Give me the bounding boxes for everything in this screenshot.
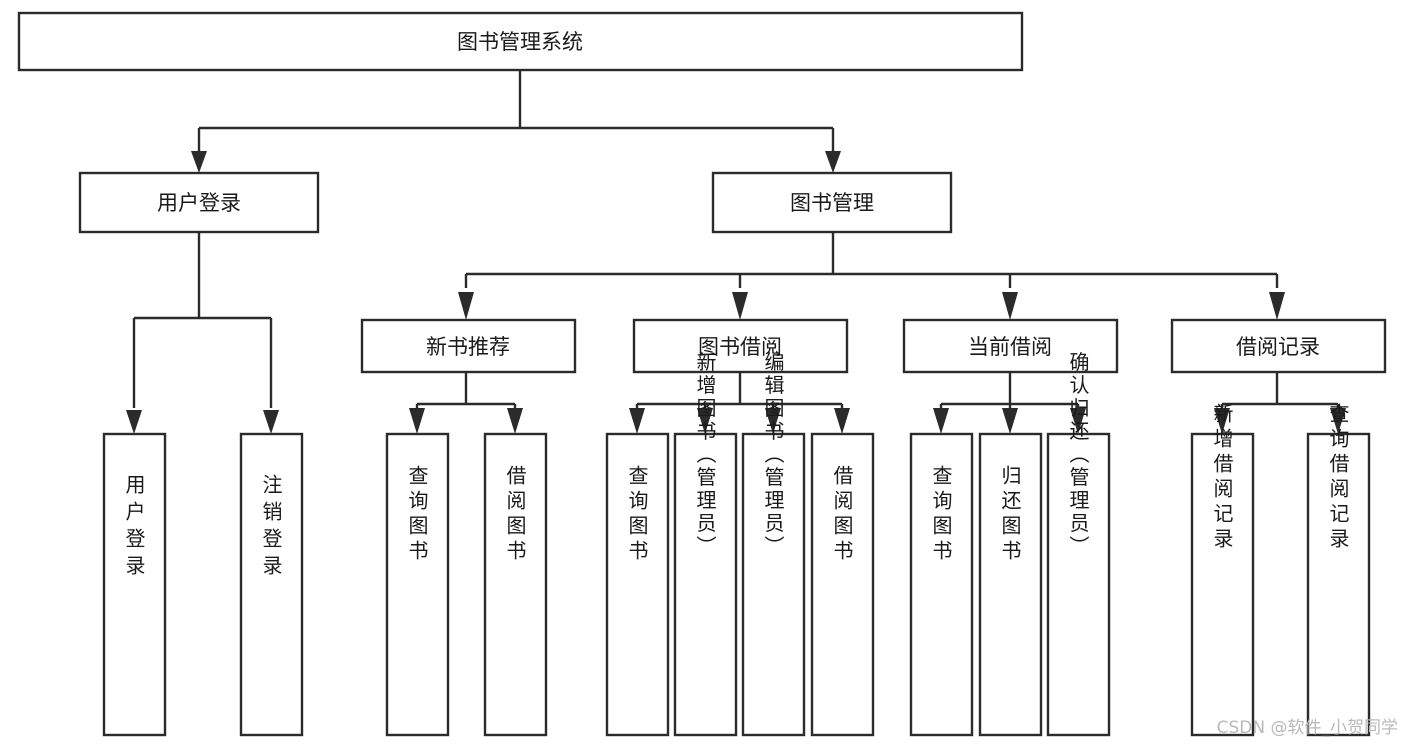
leaf-borrow-record-1-label: 新增借阅记录 <box>1210 403 1234 553</box>
leaf-book-borrow-2-label: 新增图书（管理员） <box>693 351 717 558</box>
leaf-current-borrow-1-label: 查询图书 <box>929 465 953 565</box>
connector-layer <box>126 70 1346 434</box>
connector-current-borrow-bus <box>939 372 1080 412</box>
node-root-label: 图书管理系统 <box>457 30 583 54</box>
arrowhead-bookborrow-leaf-4 <box>834 408 850 434</box>
node-user-login-box[interactable] <box>78 171 320 234</box>
arrowhead-currentborrow-leaf-2 <box>1002 408 1018 434</box>
leaf-borrow-record-2[interactable]: 查询借阅记录 <box>1306 403 1371 737</box>
arrowhead-user-login-leaf-1 <box>126 410 142 434</box>
leaf-book-borrow-3[interactable]: 编辑图书（管理员） <box>741 351 806 737</box>
connector-root-bus <box>197 70 835 160</box>
node-user-login[interactable]: 用户登录 <box>78 171 320 234</box>
leaf-user-login-2-label: 注销登录 <box>259 474 283 582</box>
connector-book-manage-bus <box>464 232 1279 288</box>
leaf-borrow-record-2-box[interactable] <box>1306 432 1371 737</box>
connector-book-borrow-bus <box>635 372 844 412</box>
node-book-borrow-label: 图书借阅 <box>698 335 782 359</box>
arrowhead-borrowrecord-leaf-2 <box>1330 408 1346 434</box>
leaf-current-borrow-1-box[interactable] <box>909 432 974 737</box>
connector-new-book-recommend-bus <box>415 372 517 412</box>
leaf-book-borrow-3-box[interactable] <box>741 432 806 737</box>
leaf-book-borrow-2-box[interactable] <box>673 432 738 737</box>
node-user-login-label: 用户登录 <box>157 191 241 215</box>
arrowhead-root-to-book-manage <box>825 151 841 173</box>
leaf-new-book-recommend-1-label: 查询图书 <box>405 465 429 565</box>
leaf-new-book-recommend-2-label: 借阅图书 <box>503 465 527 565</box>
arrowhead-newbook-leaf-1 <box>409 408 425 434</box>
leaf-current-borrow-3-label: 确认归还（管理员） <box>1066 351 1090 558</box>
leaf-current-borrow-2-label: 归还图书 <box>998 465 1022 565</box>
arrowhead-to-book-borrow <box>732 292 748 320</box>
leaf-book-borrow-4-label: 借阅图书 <box>830 465 854 565</box>
arrowhead-bookborrow-leaf-2 <box>697 408 713 434</box>
leaf-book-borrow-3-label: 编辑图书（管理员） <box>761 351 785 558</box>
leaf-new-book-recommend-1[interactable]: 查询图书 <box>385 432 450 737</box>
arrowhead-user-login-leaf-2 <box>263 410 279 434</box>
leaf-book-borrow-4[interactable]: 借阅图书 <box>810 432 875 737</box>
leaf-borrow-record-2-label: 查询借阅记录 <box>1326 403 1350 553</box>
arrowhead-currentborrow-leaf-3 <box>1070 408 1086 434</box>
leaf-new-book-recommend-1-box[interactable] <box>385 432 450 737</box>
node-borrow-record-box[interactable] <box>1170 318 1387 374</box>
arrowhead-to-new-book-recommend <box>458 292 474 320</box>
leaf-borrow-record-1[interactable]: 新增借阅记录 <box>1190 403 1255 737</box>
node-book-manage-label: 图书管理 <box>790 191 874 215</box>
arrowhead-to-borrow-record <box>1269 292 1285 320</box>
arrowhead-root-to-user-login <box>191 151 207 173</box>
leaf-book-borrow-1-box[interactable] <box>605 432 670 737</box>
leaf-current-borrow-3[interactable]: 确认归还（管理员） <box>1046 351 1111 737</box>
leaf-borrow-record-1-box[interactable] <box>1190 432 1255 737</box>
node-root-box[interactable] <box>17 11 1024 72</box>
arrowhead-newbook-leaf-2 <box>507 408 523 434</box>
leaf-user-login-1-box[interactable] <box>102 432 167 737</box>
leaf-current-borrow-3-box[interactable] <box>1046 432 1111 737</box>
leaf-book-borrow-1-label: 查询图书 <box>625 465 649 565</box>
node-book-manage-box[interactable] <box>711 171 953 234</box>
node-current-borrow-label: 当前借阅 <box>968 335 1052 359</box>
leaf-book-borrow-2[interactable]: 新增图书（管理员） <box>673 351 738 737</box>
node-root[interactable]: 图书管理系统 <box>17 11 1024 72</box>
leaf-user-login-2[interactable]: 注销登录 <box>239 432 304 737</box>
arrowhead-to-current-borrow <box>1002 292 1018 320</box>
arrowhead-bookborrow-leaf-3 <box>765 408 781 434</box>
leaf-user-login-2-box[interactable] <box>239 432 304 737</box>
leaf-new-book-recommend-2-box[interactable] <box>483 432 548 737</box>
leaf-book-borrow-1[interactable]: 查询图书 <box>605 432 670 737</box>
node-new-book-recommend[interactable]: 新书推荐 <box>360 318 577 374</box>
connector-borrow-record-bus <box>1220 372 1340 412</box>
node-borrow-record[interactable]: 借阅记录 <box>1170 318 1387 374</box>
node-current-borrow-box[interactable] <box>902 318 1119 374</box>
node-current-borrow[interactable]: 当前借阅 <box>902 318 1119 374</box>
watermark-label: CSDN @软件_小贺同学 <box>1217 718 1398 738</box>
arrowhead-currentborrow-leaf-1 <box>933 408 949 434</box>
leaf-current-borrow-1[interactable]: 查询图书 <box>909 432 974 737</box>
leaf-user-login-1[interactable]: 用户登录 <box>102 432 167 737</box>
leaf-current-borrow-2[interactable]: 归还图书 <box>978 432 1043 737</box>
connector-user-login-bus <box>132 232 273 408</box>
arrowhead-bookborrow-leaf-1 <box>629 408 645 434</box>
leaf-new-book-recommend-2[interactable]: 借阅图书 <box>483 432 548 737</box>
node-new-book-recommend-box[interactable] <box>360 318 577 374</box>
leaf-current-borrow-2-box[interactable] <box>978 432 1043 737</box>
leaf-user-login-1-label: 用户登录 <box>122 474 146 582</box>
node-borrow-record-label: 借阅记录 <box>1236 335 1320 359</box>
node-book-manage[interactable]: 图书管理 <box>711 171 953 234</box>
arrowhead-borrowrecord-leaf-1 <box>1214 408 1230 434</box>
node-new-book-recommend-label: 新书推荐 <box>426 335 510 359</box>
node-book-borrow-box[interactable] <box>632 318 849 374</box>
leaf-book-borrow-4-box[interactable] <box>810 432 875 737</box>
node-book-borrow[interactable]: 图书借阅 <box>632 318 849 374</box>
